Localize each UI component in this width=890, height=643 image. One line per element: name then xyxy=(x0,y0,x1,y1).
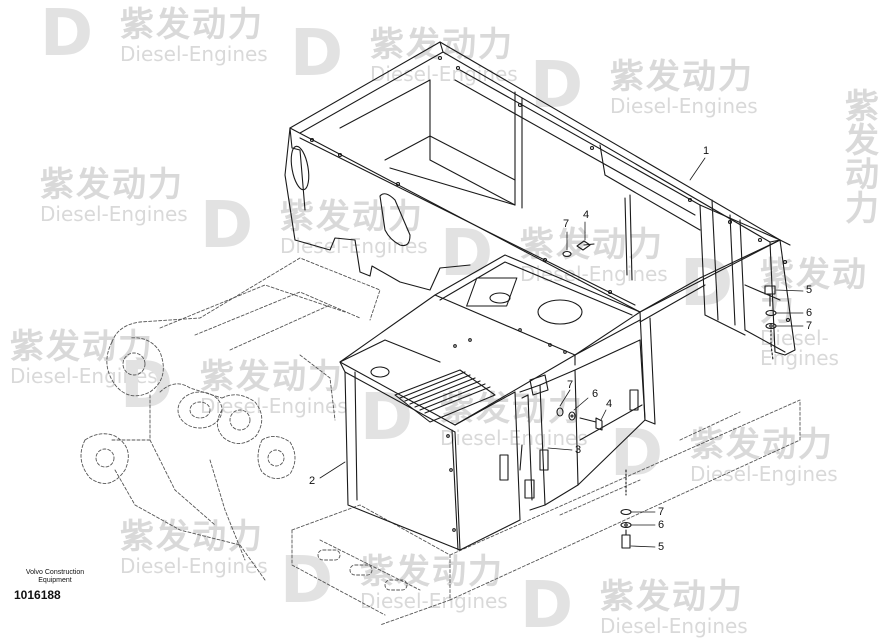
fasteners xyxy=(556,240,777,549)
parts-diagram: D 紫发动力 Diesel-Engines D 紫发动力 Diesel-Engi… xyxy=(10,2,879,638)
battery-box-part-2 xyxy=(339,294,576,551)
callout-7-bottom: 7 xyxy=(658,506,665,518)
callout-4-middle: 4 xyxy=(606,398,613,410)
callout-4-upper: 4 xyxy=(583,209,590,221)
callout-6-right: 6 xyxy=(806,307,813,319)
callout-7-middle: 7 xyxy=(567,379,574,391)
callout-6-middle: 6 xyxy=(592,388,599,400)
company-label: Volvo Construction Equipment xyxy=(25,569,85,584)
side-bracket-part-3 xyxy=(519,339,646,511)
frame-part-1 xyxy=(284,41,796,425)
boom-pivot-outline xyxy=(80,257,801,626)
callout-1: 1 xyxy=(703,145,710,157)
drawing-number: 1016188 xyxy=(14,588,61,602)
line-drawing xyxy=(80,41,804,626)
callout-5-bottom: 5 xyxy=(658,541,665,553)
top-cover-plate xyxy=(434,254,641,366)
callout-6-bottom: 6 xyxy=(658,519,665,531)
callout-7-upper: 7 xyxy=(563,218,570,230)
callout-5-right: 5 xyxy=(806,284,813,296)
callout-7-right: 7 xyxy=(806,320,813,332)
callout-3: 3 xyxy=(575,444,582,456)
callout-2: 2 xyxy=(309,475,316,487)
leader-lines xyxy=(319,157,804,548)
